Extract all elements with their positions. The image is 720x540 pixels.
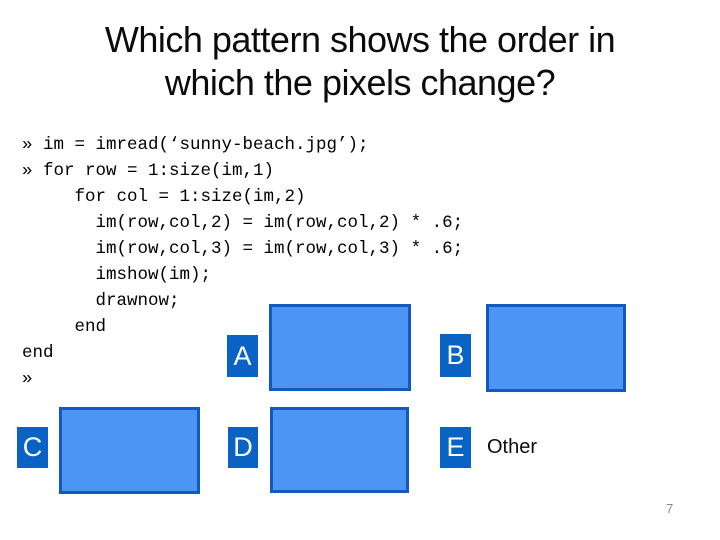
option-label-a: A: [227, 335, 258, 377]
option-label-b: B: [440, 334, 471, 377]
option-e-other-text: Other: [487, 436, 538, 458]
option-label-e: E: [440, 427, 471, 468]
title-line-2: which the pixels change?: [164, 62, 556, 103]
pattern-image-d: [270, 407, 409, 493]
title-line-1: Which pattern shows the order in: [104, 19, 616, 60]
matlab-code-block: » im = imread(‘sunny-beach.jpg’); » for …: [22, 135, 464, 389]
option-label-d: D: [228, 427, 258, 468]
pattern-image-b: [486, 304, 626, 392]
slide-title: Which pattern shows the order in which t…: [0, 18, 720, 104]
option-label-c: C: [17, 427, 48, 468]
pattern-image-a: [269, 304, 411, 391]
page-number: 7: [666, 501, 674, 516]
pattern-image-c: [59, 407, 200, 494]
